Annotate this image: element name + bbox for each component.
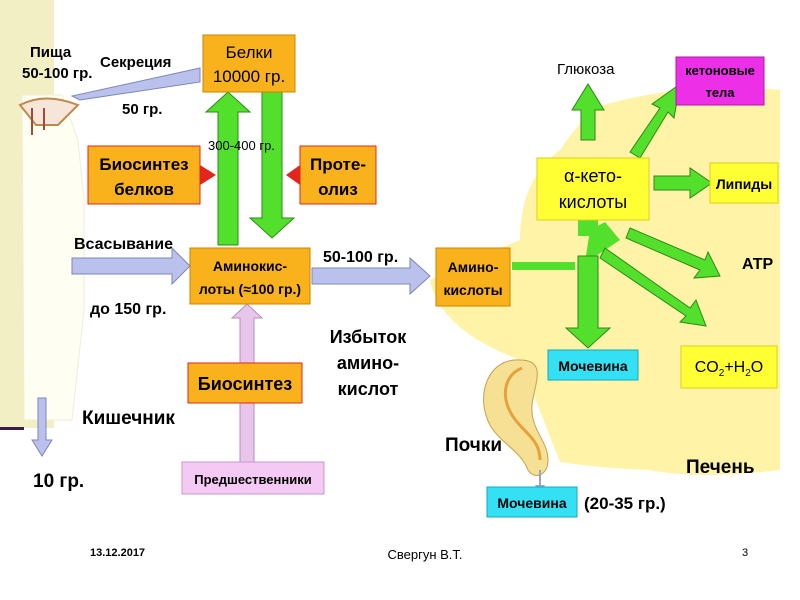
urea-out-box <box>486 486 578 518</box>
food-amount: 50-100 гр. <box>22 65 92 82</box>
proteins-box <box>202 34 296 93</box>
lipids-label: Липиды <box>716 176 772 192</box>
absorption-label: Всасывание <box>74 236 173 253</box>
proteins-amount: 10000 гр. <box>213 67 285 86</box>
transfer-arrow <box>311 256 431 296</box>
co2-subscript: 2 <box>719 368 725 379</box>
atp-label: АТР <box>742 256 774 273</box>
protein-biosynthesis-line1: Биосинтез <box>99 155 188 174</box>
kidney-shape <box>483 359 549 476</box>
ureter-line <box>503 366 542 461</box>
keto-to-urea-arrow <box>564 255 612 349</box>
liver-amino-box <box>435 247 511 307</box>
proteolysis-line2: олиз <box>318 180 358 199</box>
excess-line3: кислот <box>338 379 399 399</box>
biosynthesis-box <box>187 362 303 404</box>
keto-acids-line2: кислоты <box>559 192 627 212</box>
urea-out-label: Мочевина <box>497 495 566 511</box>
keto-acids-line1: α-кето- <box>564 166 622 186</box>
keto-acids-box <box>536 157 650 221</box>
absorption-arrow <box>71 246 191 286</box>
glucose-label: Глюкоза <box>557 61 615 78</box>
exchange-amount: 300-400 гр. <box>208 138 275 153</box>
keto-to-lipids-arrow <box>653 167 713 199</box>
biosynthesis-up-arrow <box>204 91 252 246</box>
proteolysis-line1: Проте- <box>310 155 366 174</box>
sidebar-divider <box>0 427 24 430</box>
ketone-bodies-box <box>675 56 765 106</box>
secretion-arrow <box>70 67 201 101</box>
secretion-amount: 50 гр. <box>122 101 162 118</box>
keto-to-glucose-arrow <box>571 83 605 141</box>
precursors-label: Предшественники <box>194 472 312 487</box>
amino-pool-line2: лоты (≈100 гр.) <box>199 281 301 297</box>
lipids-box <box>709 162 779 204</box>
biosynthesis-label: Биосинтез <box>198 374 293 394</box>
co2-water-label: CO2+H2O <box>695 359 763 379</box>
urea-out-amount: (20-35 гр.) <box>584 494 666 513</box>
footer-page-number: 3 <box>742 547 749 559</box>
urea-liver-label: Мочевина <box>558 358 627 374</box>
liver-label: Печень <box>686 457 755 478</box>
proteins-title: Белки <box>226 43 273 62</box>
keto-to-atp-arrow <box>625 227 721 279</box>
food-label: Пища <box>30 44 72 61</box>
intestine-label: Кишечник <box>82 408 175 429</box>
amino-pool-line1: Аминокис- <box>213 258 287 274</box>
liver-amino-line1: Амино- <box>448 259 499 275</box>
kidneys-label: Почки <box>445 435 502 456</box>
protein-biosynthesis-pointer <box>200 165 216 185</box>
keto-to-co2-arrow <box>599 247 707 327</box>
urea-liver-box <box>547 349 639 381</box>
water-text: +H <box>724 359 745 376</box>
water-o-text: O <box>751 359 763 376</box>
protein-biosynthesis-line2: белков <box>114 180 174 199</box>
absorption-amount: до 150 гр. <box>90 301 166 318</box>
proteolysis-pointer <box>286 165 300 185</box>
liver-amino-line2: кислоты <box>443 282 502 298</box>
intestine-loss-arrow <box>31 397 53 457</box>
footer-author: Свергун В.Т. <box>387 547 463 562</box>
secretion-label: Секреция <box>100 54 171 71</box>
water-subscript: 2 <box>745 368 751 379</box>
amino-to-keto-base <box>512 262 575 270</box>
proteolysis-box <box>299 145 377 205</box>
proteolysis-down-arrow <box>248 91 296 239</box>
transfer-amount: 50-100 гр. <box>323 249 398 266</box>
excess-line1: Избыток <box>330 327 408 347</box>
precursors-box <box>181 461 325 495</box>
excess-line2: амино- <box>337 353 399 373</box>
ketone-bodies-line2: тела <box>705 85 735 100</box>
co2-water-box <box>680 345 778 389</box>
intestine-loss: 10 гр. <box>33 471 84 492</box>
funnel-icon <box>18 97 80 126</box>
co2-text: CO <box>695 359 719 376</box>
protein-biosynthesis-box <box>87 145 201 205</box>
amino-pool-box <box>189 247 311 305</box>
footer-date: 13.12.2017 <box>90 547 146 559</box>
ketone-bodies-line1: кетоновые <box>685 63 755 78</box>
